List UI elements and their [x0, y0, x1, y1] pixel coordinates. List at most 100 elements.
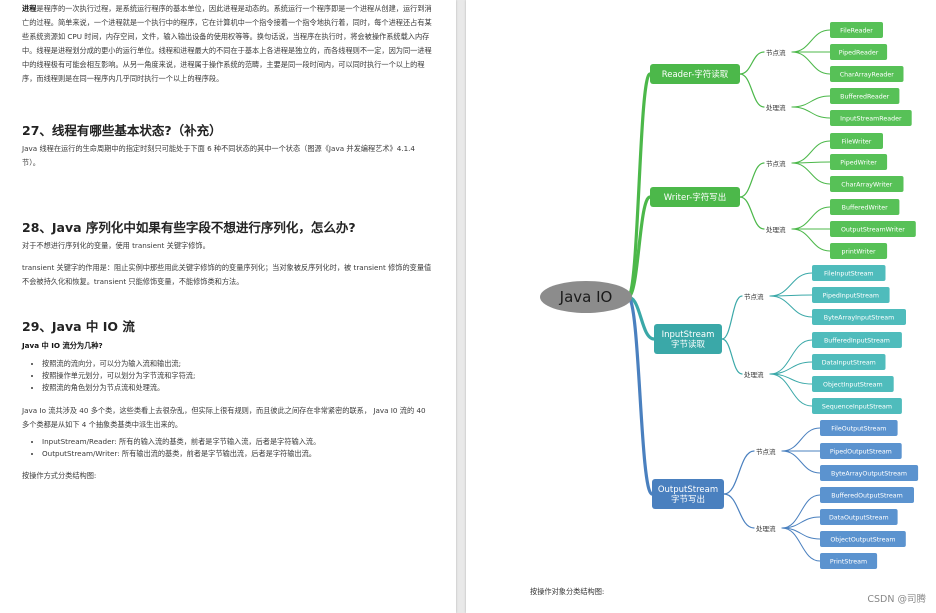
leaf-label: DataInputStream [822, 360, 876, 367]
leaf-node-fileoutputstream [820, 420, 898, 436]
leaf-connector [769, 373, 813, 407]
leaf-node-bufferedreader [830, 88, 900, 104]
branch-node [654, 324, 722, 354]
leaf-node-bufferedwriter [830, 199, 900, 215]
left-document-page: 进程是程序的一次执行过程，是系统运行程序的基本单位，因此进程是动态的。系统运行一… [0, 0, 456, 613]
leaf-node-chararrayreader [830, 66, 904, 82]
leaf-label: ObjectInputStream [823, 382, 883, 389]
leaf-node-filereader [830, 22, 883, 38]
leaf-node-pipedreader [830, 44, 888, 60]
leaf-node-bytearrayoutputstream [820, 465, 919, 481]
section-29-heading: 29、Java 中 IO 流 [22, 319, 135, 334]
section-29-text: Java Io 流共涉及 40 多个类，这些类看上去很杂乱，但实际上很有规则，而… [22, 406, 426, 429]
group-label: 处理流 [766, 225, 786, 234]
group-label: 节点流 [756, 447, 776, 456]
leaf-label: BufferedWriter [842, 205, 888, 212]
io-base-class-list: InputStream/Reader: 所有的输入流的基类，前者是字节输入流，后… [30, 436, 442, 460]
leaf-connector [791, 95, 831, 108]
group-connector [739, 51, 765, 75]
leaf-connector [769, 295, 813, 318]
root-node: Java IO [540, 281, 632, 313]
list-item: InputStream/Reader: 所有的输入流的基类，前者是字节输入流，后… [42, 436, 442, 448]
leaf-connector [791, 140, 831, 164]
leaf-connector [791, 206, 831, 230]
leaf-node-bufferedinputstream [812, 332, 902, 348]
leaf-label: DataOutputStream [829, 515, 889, 522]
leaf-node-pipedoutputstream [820, 443, 902, 459]
leaf-label: PipedOutputStream [830, 449, 892, 456]
leaf-label: ObjectOutputStream [830, 537, 895, 544]
leaf-label: ByteArrayInputStream [824, 315, 894, 322]
leaf-connector [791, 51, 831, 75]
leaf-node-sequenceinputstream [812, 398, 902, 414]
leaf-label: FileReader [840, 28, 873, 35]
io-classification-list: 按照流的流向分，可以分为输入流和输出流; 按照操作单元划分，可以划分为字节流和字… [30, 358, 442, 394]
group-connector [723, 450, 755, 495]
section-29-subtitle: Java 中 IO 流分为几种? [22, 341, 103, 350]
branch-label: 字节写出 [671, 494, 705, 505]
section-28-text-2: transient 关键字的作用是：阻止实例中那些用此关键字修饰的的变量序列化；… [22, 263, 432, 286]
list-item: 按照操作单元划分，可以划分为字节流和字符流; [42, 370, 442, 382]
leaf-connector [781, 450, 821, 474]
process-intro-paragraph: 进程是程序的一次执行过程，是系统运行程序的基本单位，因此进程是动态的。系统运行一… [22, 2, 432, 86]
section-28-heading: 28、Java 序列化中如果有些字段不想进行序列化，怎么办? [22, 220, 356, 235]
leaf-node-printstream [820, 553, 878, 569]
leaf-label: BufferedReader [840, 94, 890, 101]
branch-node [650, 64, 740, 84]
leaf-node-objectoutputstream [820, 531, 906, 547]
intro-text: 是程序的一次执行过程，是系统运行程序的基本单位，因此进程是动态的。系统运行一个程… [22, 4, 432, 83]
leaf-label: CharArrayReader [840, 72, 894, 79]
group-connector [739, 196, 765, 230]
branch-node [650, 187, 740, 207]
leaf-connector [791, 162, 831, 185]
branch-label: OutputStream [658, 485, 718, 495]
leaf-label: printWriter [842, 249, 876, 256]
branch-node [652, 479, 724, 509]
group-connector [721, 338, 743, 375]
leaf-node-printwriter [830, 243, 888, 259]
leaf-label: PrintStream [830, 559, 867, 566]
leaf-node-filewriter [830, 133, 883, 149]
branch-label: 字节读取 [671, 339, 706, 350]
leaf-label: OutputStreamWriter [841, 227, 905, 234]
root-label: Java IO [559, 288, 613, 306]
branch-4-outputstream: OutputStream字节写出节点流FileOutputStreamPiped… [652, 420, 919, 569]
leaf-label: PipedInputStream [823, 293, 879, 300]
leaf-connector [791, 106, 831, 119]
leaf-connector [781, 427, 821, 452]
leaf-node-pipedinputstream [812, 287, 890, 303]
leaf-connector [791, 29, 831, 53]
group-connector [721, 295, 743, 340]
group-label: 处理流 [744, 370, 764, 379]
group-label: 节点流 [766, 48, 786, 57]
branch-connector-1 [626, 72, 652, 299]
list-item: 按照流的角色划分为节点流和处理流。 [42, 382, 442, 394]
leaf-connector [769, 272, 813, 297]
leaf-node-inputstreamreader [830, 110, 912, 126]
leaf-label: SequenceInputStream [822, 404, 892, 411]
group-label: 节点流 [744, 292, 764, 301]
group-connector [739, 73, 765, 108]
leaf-node-objectinputstream [812, 376, 894, 392]
leaf-connector [781, 494, 821, 529]
leaf-node-pipedwriter [830, 154, 888, 170]
leaf-node-bytearrayinputstream [812, 309, 906, 325]
branch-1-reader: Reader-字符读取节点流FileReaderPipedReaderCharA… [650, 22, 912, 126]
section-27-text: Java 线程在运行的生命周期中的指定时刻只可能处于下面 6 种不同状态的其中一… [22, 144, 415, 167]
java-io-mindmap: Reader-字符读取节点流FileReaderPipedReaderCharA… [540, 22, 919, 569]
section-28-text-1: 对于不想进行序列化的变量，使用 transient 关键字修饰。 [22, 241, 210, 250]
csdn-watermark: CSDN @司腾 [867, 594, 926, 605]
list-item: 按照流的流向分，可以分为输入流和输出流; [42, 358, 442, 370]
branch-connector-2 [626, 195, 652, 299]
leaf-node-dataoutputstream [820, 509, 898, 525]
section-27-heading: 27、线程有哪些基本状态?（补充） [22, 123, 222, 138]
leaf-label: FileWriter [842, 139, 872, 146]
branch-label: InputStream [662, 330, 715, 340]
group-connector [739, 162, 765, 198]
list-item: OutputStream/Writer: 所有输出流的基类，前者是字节输出流，后… [42, 448, 442, 460]
group-label: 处理流 [766, 103, 786, 112]
section-29-closing: 按操作方式分类结构图: [22, 471, 97, 480]
leaf-label: PipedReader [839, 50, 879, 57]
leaf-node-datainputstream [812, 354, 886, 370]
